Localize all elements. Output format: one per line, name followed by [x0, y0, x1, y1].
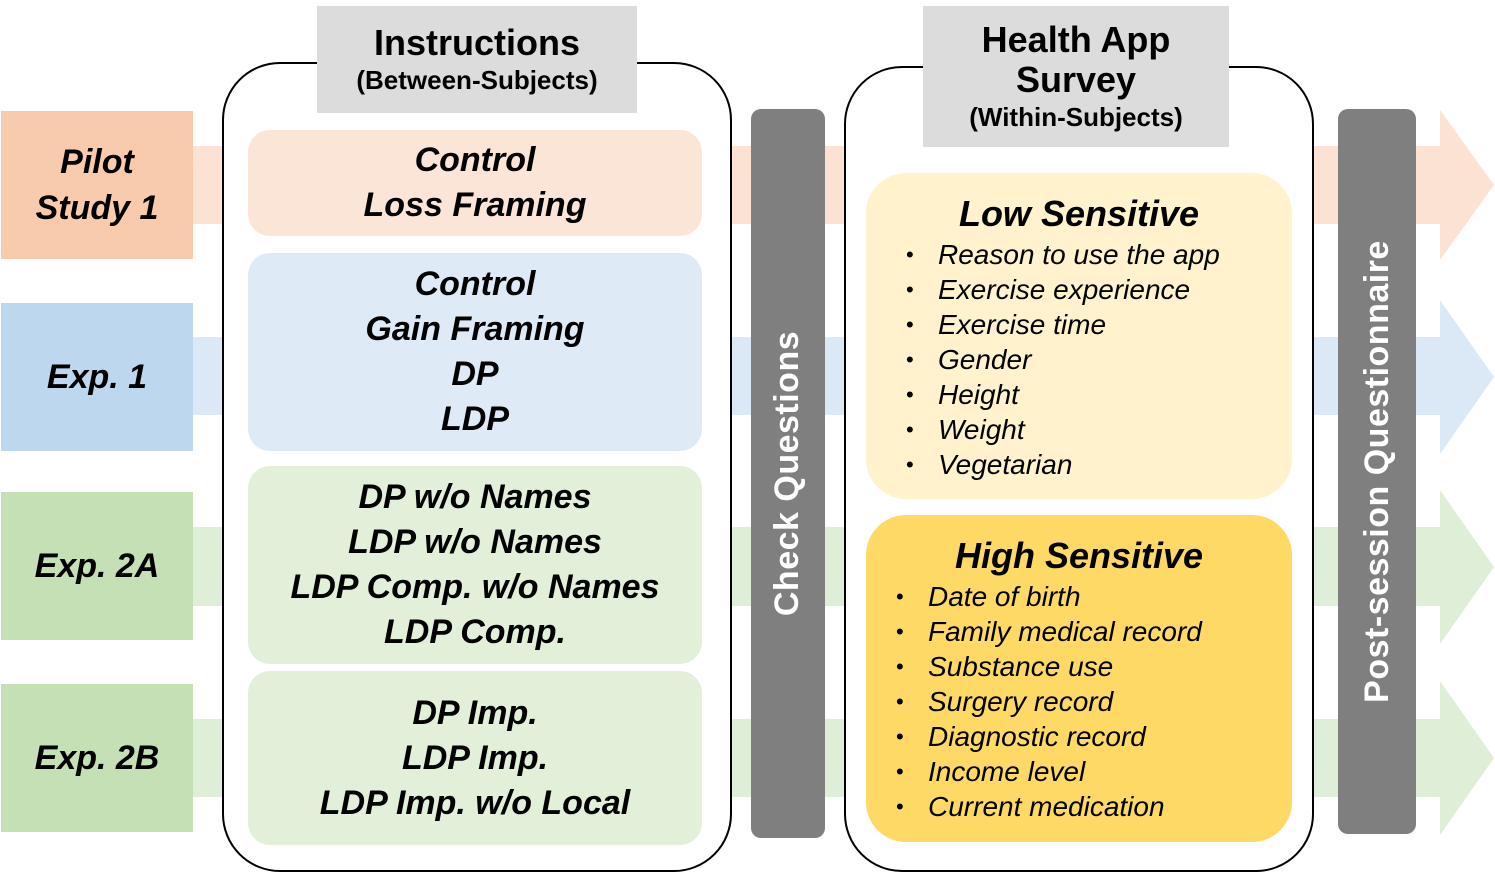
- bullet-icon: •: [896, 794, 904, 819]
- high-sensitive-list: • Date of birth • Family medical record • S…: [896, 579, 1292, 824]
- group-pilot: Control Loss Framing: [248, 130, 702, 236]
- post-session-bar: Post-session Questionnaire: [1338, 109, 1416, 834]
- pilot-label-line1: Pilot: [60, 143, 134, 181]
- group-item: LDP Comp.: [384, 613, 566, 651]
- list-item-text: Substance use: [928, 651, 1114, 682]
- group-item: LDP Imp.: [401, 738, 549, 777]
- group-exp2b: DP Imp. LDP Imp. LDP Imp. w/o Local: [248, 671, 702, 845]
- list-item: • Vegetarian: [906, 447, 1292, 482]
- bullet-icon: •: [906, 277, 914, 302]
- list-item-text: Current medication: [928, 791, 1165, 822]
- list-item-text: Height: [938, 379, 1019, 410]
- group-item: DP: [451, 355, 499, 393]
- survey-header: Health App Survey (Within-Subjects): [923, 6, 1229, 147]
- list-item-text: Income level: [928, 756, 1086, 787]
- list-item: • Gender: [906, 342, 1292, 377]
- list-item: • Family medical record: [896, 614, 1292, 649]
- exp2a-label: Exp. 2A: [34, 547, 160, 585]
- bullet-icon: •: [896, 724, 904, 749]
- group-item: DP Imp.: [412, 693, 538, 732]
- bullet-icon: •: [896, 654, 904, 679]
- instructions-subtitle: (Between-Subjects): [356, 64, 598, 95]
- group-item: Control: [414, 141, 536, 179]
- list-item: • Income level: [896, 754, 1292, 789]
- bullet-icon: •: [896, 619, 904, 644]
- post-session-label: Post-session Questionnaire: [1357, 240, 1396, 703]
- group-item: LDP Imp. w/o Local: [319, 783, 631, 822]
- list-item: • Exercise time: [906, 307, 1292, 342]
- group-exp2a: DP w/o Names LDP w/o Names LDP Comp. w/o…: [248, 466, 702, 664]
- high-sensitive-title: High Sensitive: [954, 535, 1204, 576]
- list-item: • Current medication: [896, 789, 1292, 824]
- bullet-icon: •: [906, 417, 914, 442]
- list-item-text: Vegetarian: [938, 449, 1073, 480]
- bullet-icon: •: [896, 759, 904, 784]
- list-item: • Diagnostic record: [896, 719, 1292, 754]
- bullet-icon: •: [896, 584, 904, 609]
- list-item: • Surgery record: [896, 684, 1292, 719]
- bullet-icon: •: [906, 382, 914, 407]
- group-item: Gain Framing: [365, 310, 585, 348]
- list-item-text: Weight: [938, 414, 1025, 445]
- instructions-title: Instructions: [373, 21, 580, 63]
- group-item: LDP w/o Names: [348, 523, 602, 561]
- check-questions-label: Check Questions: [768, 330, 807, 617]
- group-item: Control: [414, 265, 536, 303]
- list-item: • Substance use: [896, 649, 1292, 684]
- survey-title-line1: Health App: [981, 18, 1171, 60]
- pilot-label-line2: Study 1: [35, 189, 159, 227]
- list-item-text: Diagnostic record: [928, 721, 1146, 752]
- bullet-icon: •: [906, 452, 914, 477]
- group-item: DP w/o Names: [358, 478, 592, 516]
- row-label-exp1: Exp. 1: [1, 303, 193, 451]
- list-item-text: Exercise experience: [938, 274, 1191, 305]
- list-item: • Date of birth: [896, 579, 1292, 614]
- group-item: LDP: [441, 400, 509, 438]
- exp1-label: Exp. 1: [46, 358, 148, 396]
- row-label-exp2a: Exp. 2A: [1, 492, 193, 640]
- list-item-text: Family medical record: [928, 616, 1202, 647]
- low-sensitive-box: Low Sensitive • Reason to use the app • Ex…: [866, 173, 1292, 499]
- high-sensitive-box: High Sensitive • Date of birth • Family me…: [866, 515, 1292, 842]
- group-exp1: Control Gain Framing DP LDP: [248, 253, 702, 451]
- low-sensitive-title: Low Sensitive: [958, 193, 1200, 234]
- group-item: Loss Framing: [363, 186, 587, 224]
- instructions-header: Instructions (Between-Subjects): [317, 6, 637, 113]
- list-item: • Exercise experience: [906, 272, 1292, 307]
- exp2b-label: Exp. 2B: [34, 739, 160, 777]
- bullet-icon: •: [906, 312, 914, 337]
- list-item-text: Exercise time: [938, 309, 1107, 340]
- group-item: LDP Comp. w/o Names: [290, 568, 660, 606]
- bullet-icon: •: [906, 242, 914, 267]
- low-sensitive-list: • Reason to use the app • Exercise experie…: [906, 237, 1292, 482]
- row-label-pilot: Pilot Study 1: [1, 111, 193, 259]
- row-label-exp2b: Exp. 2B: [1, 684, 193, 832]
- bullet-icon: •: [896, 689, 904, 714]
- survey-title-line2: Survey: [1015, 58, 1137, 100]
- list-item-text: Date of birth: [928, 581, 1081, 612]
- list-item-text: Reason to use the app: [938, 239, 1220, 270]
- list-item: • Reason to use the app: [906, 237, 1292, 272]
- survey-subtitle: (Within-Subjects): [969, 101, 1183, 132]
- list-item: • Height: [906, 377, 1292, 412]
- bullet-icon: •: [906, 347, 914, 372]
- list-item-text: Surgery record: [928, 686, 1114, 717]
- list-item-text: Gender: [938, 344, 1032, 375]
- check-questions-bar: Check Questions: [751, 109, 825, 838]
- list-item: • Weight: [906, 412, 1292, 447]
